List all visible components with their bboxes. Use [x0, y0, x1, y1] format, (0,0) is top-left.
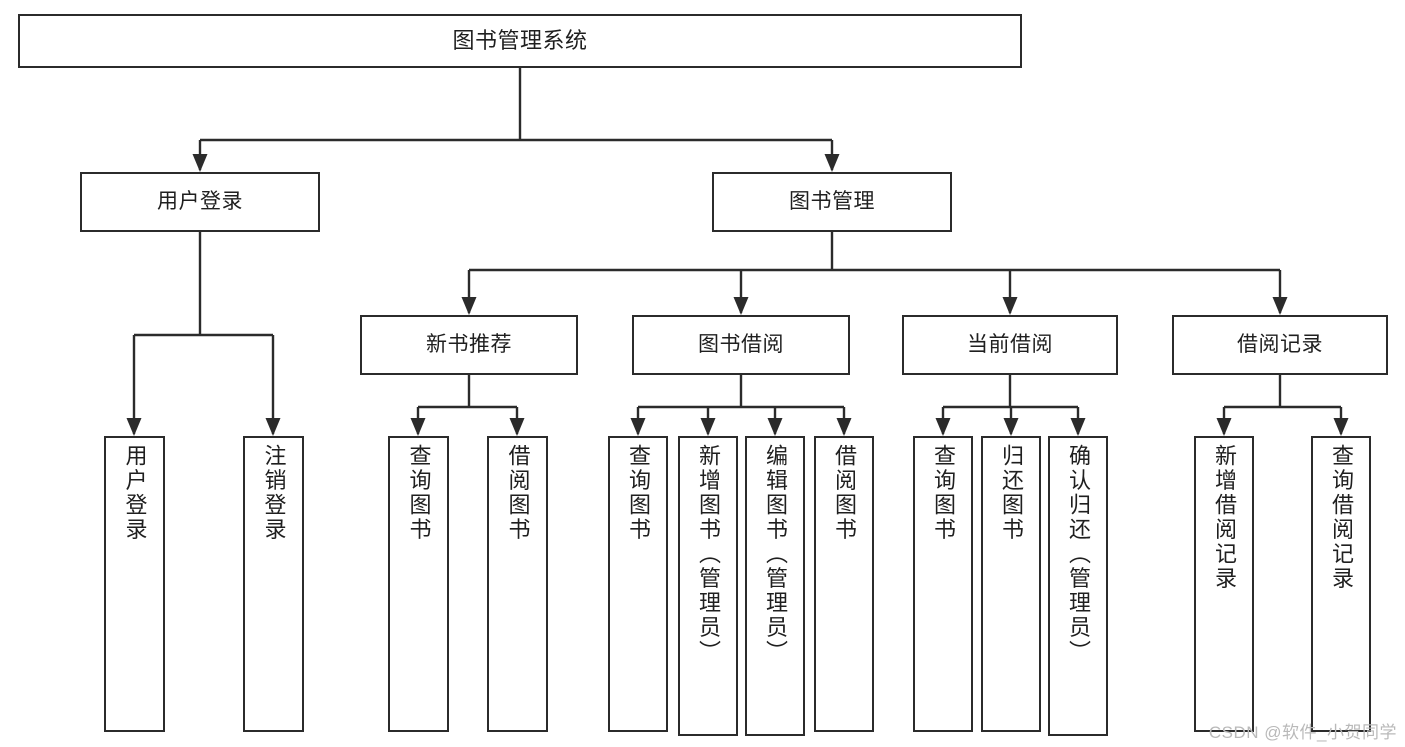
level2-node[interactable]: 新书推荐 [360, 315, 578, 375]
leaf-node-label: 注销登录 [261, 444, 287, 542]
leaf-node[interactable]: 借阅图书 [814, 436, 874, 732]
leaf-node[interactable]: 确认归还（管理员） [1048, 436, 1108, 736]
level1-node[interactable]: 图书管理 [712, 172, 952, 232]
leaf-node-label: 查询图书 [626, 444, 651, 542]
arrow-head-icon [836, 418, 852, 436]
leaf-node[interactable]: 新增借阅记录 [1194, 436, 1254, 732]
leaf-node[interactable]: 编辑图书（管理员） [745, 436, 805, 736]
arrow-head-icon [700, 418, 716, 436]
leaf-node[interactable]: 注销登录 [243, 436, 304, 732]
level2-node[interactable]: 借阅记录 [1172, 315, 1388, 375]
arrow-head-icon [1003, 418, 1019, 436]
arrow-head-icon [1272, 297, 1288, 315]
leaf-node[interactable]: 用户登录 [104, 436, 165, 732]
level2-node[interactable]: 当前借阅 [902, 315, 1118, 375]
level2-node-label: 当前借阅 [967, 332, 1053, 356]
leaf-node[interactable]: 查询图书 [388, 436, 449, 732]
arrow-head-icon [1216, 418, 1232, 436]
leaf-node-label: 借阅图书 [832, 444, 857, 542]
level2-node[interactable]: 图书借阅 [632, 315, 850, 375]
leaf-node-label: 新增借阅记录 [1212, 444, 1237, 591]
arrow-head-icon [767, 418, 783, 436]
level2-node-label: 新书推荐 [426, 332, 512, 356]
leaf-node-label: 借阅图书 [505, 444, 531, 542]
leaf-node[interactable]: 新增图书（管理员） [678, 436, 738, 736]
leaf-node[interactable]: 借阅图书 [487, 436, 548, 732]
leaf-node[interactable]: 归还图书 [981, 436, 1041, 732]
arrow-head-icon [126, 418, 142, 436]
arrow-head-icon [410, 418, 426, 436]
leaf-node-label: 用户登录 [122, 444, 148, 542]
leaf-node-label: 编辑图书（管理员） [763, 444, 788, 665]
level1-node-label: 图书管理 [789, 189, 875, 213]
arrow-head-icon [824, 154, 840, 172]
arrow-head-icon [733, 297, 749, 315]
leaf-node[interactable]: 查询图书 [608, 436, 668, 732]
root-node-label: 图书管理系统 [452, 28, 588, 54]
leaf-node-label: 查询借阅记录 [1329, 444, 1354, 591]
arrow-head-icon [935, 418, 951, 436]
arrow-head-icon [1002, 297, 1018, 315]
leaf-node-label: 新增图书（管理员） [696, 444, 721, 665]
root-node[interactable]: 图书管理系统 [18, 14, 1022, 68]
leaf-node[interactable]: 查询借阅记录 [1311, 436, 1371, 732]
arrow-head-icon [192, 154, 208, 172]
leaf-node-label: 查询图书 [406, 444, 432, 542]
leaf-node[interactable]: 查询图书 [913, 436, 973, 732]
level2-node-label: 借阅记录 [1237, 332, 1323, 356]
arrow-head-icon [461, 297, 477, 315]
arrow-head-icon [509, 418, 525, 436]
level1-node-label: 用户登录 [157, 189, 243, 213]
level2-node-label: 图书借阅 [698, 332, 784, 356]
arrow-head-icon [630, 418, 646, 436]
arrow-head-icon [265, 418, 281, 436]
level1-node[interactable]: 用户登录 [80, 172, 320, 232]
leaf-node-label: 查询图书 [931, 444, 956, 542]
arrow-head-icon [1333, 418, 1349, 436]
arrow-head-icon [1070, 418, 1086, 436]
leaf-node-label: 归还图书 [999, 444, 1024, 542]
leaf-node-label: 确认归还（管理员） [1066, 444, 1091, 665]
